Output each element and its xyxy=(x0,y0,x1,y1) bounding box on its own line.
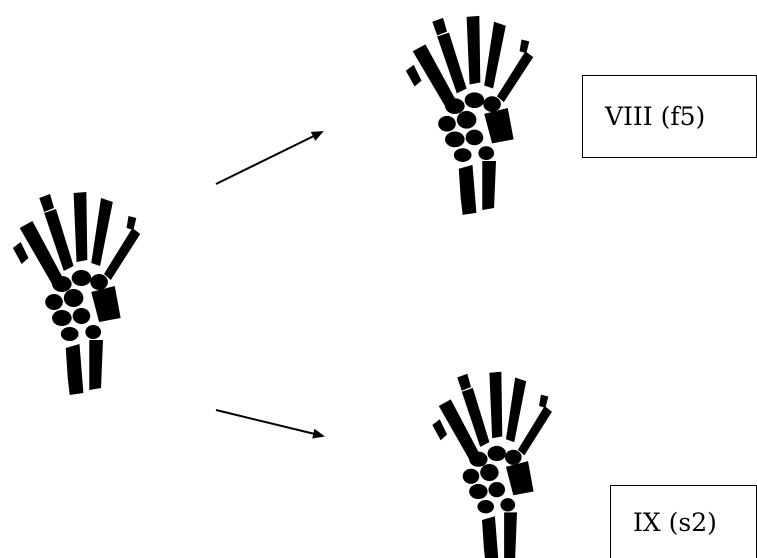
label-box-bottom: IX (s2) xyxy=(610,485,757,558)
bottom-hand-skeleton-icon xyxy=(432,371,552,558)
label-box-top: VIII (f5) xyxy=(582,75,757,158)
source-hand-skeleton-icon xyxy=(12,192,141,395)
label-top: VIII (f5) xyxy=(605,102,706,131)
label-bottom: IX (s2) xyxy=(633,507,717,537)
arrow-to-bottom-icon xyxy=(215,409,325,439)
top-hand-skeleton-icon xyxy=(405,15,534,215)
arrow-to-top-icon xyxy=(215,131,324,185)
